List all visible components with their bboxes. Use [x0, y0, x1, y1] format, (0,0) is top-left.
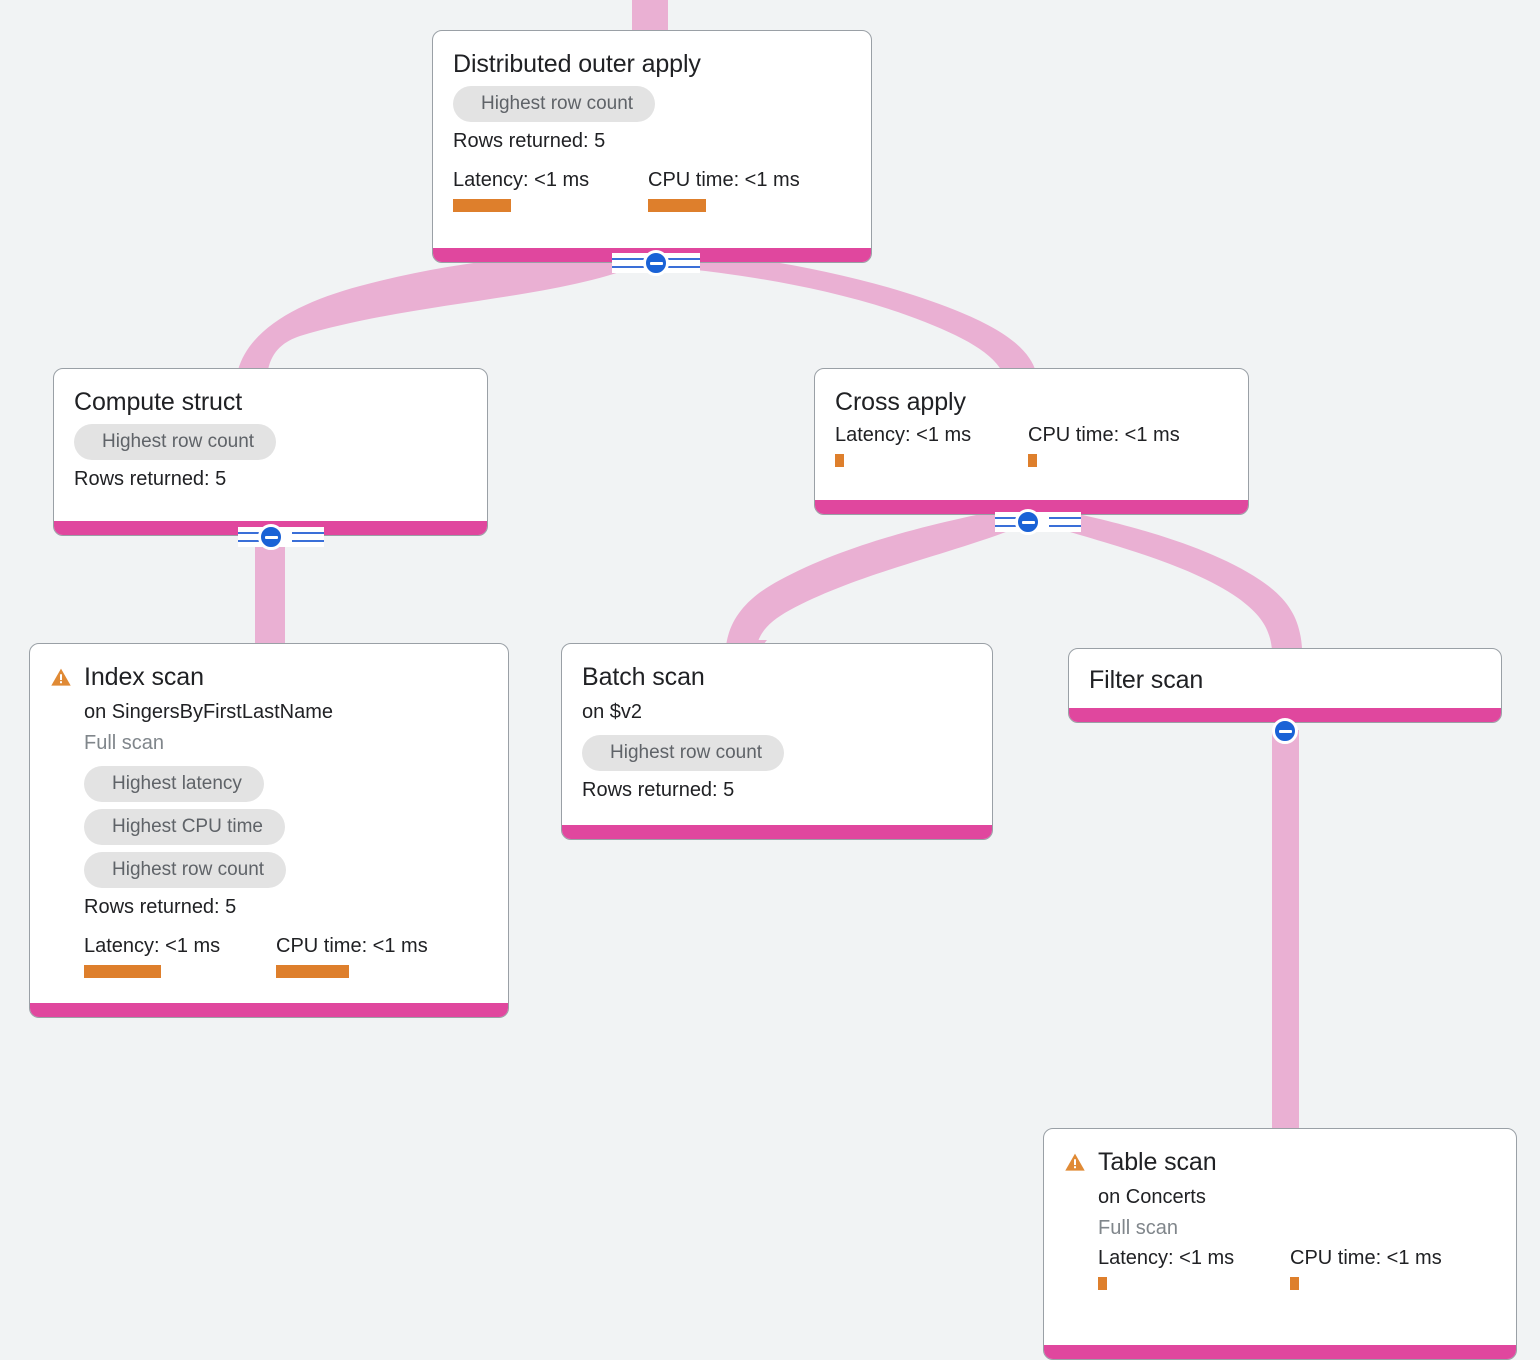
node-title: Filter scan: [1089, 666, 1204, 694]
latency-label: Latency: <1 ms: [1098, 1247, 1235, 1269]
collapse-toggle-compute-struct[interactable]: [258, 524, 284, 550]
cpu-time-bar: [648, 199, 706, 212]
node-title: Batch scan: [582, 663, 705, 691]
cpu-time-label: CPU time: <1 ms: [1028, 424, 1180, 446]
edge-outer-to-compute: [238, 248, 646, 382]
node-title: Compute struct: [74, 388, 243, 416]
collapse-toggle-cross-apply[interactable]: [1015, 509, 1041, 535]
latency-label: Latency: <1 ms: [835, 424, 972, 446]
cpu-time-label: CPU time: <1 ms: [1290, 1247, 1442, 1269]
collapse-toggle-filter-scan[interactable]: [1272, 718, 1298, 744]
metrics: Latency: <1 ms CPU time: <1 ms: [835, 423, 1228, 467]
node-title: Index scan: [84, 663, 204, 691]
metrics: Latency: <1 ms CPU time: <1 ms: [1098, 1246, 1496, 1290]
metrics: Latency: <1 ms CPU time: <1 ms: [453, 168, 851, 212]
cpu-time-bar: [1028, 454, 1037, 467]
node-body: Distributed outer apply Highest row coun…: [433, 31, 871, 248]
node-title: Distributed outer apply: [453, 50, 701, 78]
node-title: Table scan: [1098, 1148, 1217, 1176]
node-detail: on SingersByFirstLastName Full scan High…: [50, 692, 488, 978]
collapse-toggle-distributed-outer-apply[interactable]: [643, 250, 669, 276]
node-body: Cross apply Latency: <1 ms CPU time: <1 …: [815, 369, 1248, 500]
node-accent-bar: [1069, 708, 1501, 722]
latency-label: Latency: <1 ms: [453, 169, 590, 191]
cpu-time-bar: [1290, 1277, 1299, 1290]
metrics: Latency: <1 ms CPU time: <1 ms: [84, 934, 488, 978]
rows-returned: Rows returned: 5: [74, 468, 227, 490]
node-accent-bar: [30, 1003, 508, 1017]
latency-label: Latency: <1 ms: [84, 935, 221, 957]
edge-outer-to-cross: [656, 248, 1036, 380]
node-body: Compute struct Highest row count Rows re…: [54, 369, 487, 521]
edge-cross-to-batch: [726, 506, 1026, 650]
scan-type: Full scan: [84, 732, 165, 754]
node-compute-struct[interactable]: Compute struct Highest row count Rows re…: [53, 368, 488, 536]
node-subtitle: on $v2: [582, 701, 643, 723]
chip-list: Highest latency Highest CPU time Highest…: [84, 766, 488, 888]
chip-highest-row-count: Highest row count: [453, 86, 656, 122]
chip-highest-cpu-time: Highest CPU time: [84, 809, 285, 845]
edge-compute-to-index: [255, 536, 285, 656]
chip-highest-row-count: Highest row count: [582, 735, 785, 771]
node-body: Table scan on Concerts Full scan Latency…: [1044, 1129, 1516, 1345]
title-row: Filter scan: [1089, 665, 1481, 695]
node-accent-bar: [815, 500, 1248, 514]
warning-icon: [50, 666, 72, 688]
metric-cpu-time: CPU time: <1 ms: [648, 168, 800, 212]
node-distributed-outer-apply[interactable]: Distributed outer apply Highest row coun…: [432, 30, 872, 263]
latency-bar: [453, 199, 511, 212]
metric-latency: Latency: <1 ms: [1098, 1246, 1290, 1290]
node-batch-scan[interactable]: Batch scan on $v2 Highest row count Rows…: [561, 643, 993, 840]
rows-returned: Rows returned: 5: [84, 896, 237, 918]
cpu-time-bar: [276, 965, 349, 978]
node-cross-apply[interactable]: Cross apply Latency: <1 ms CPU time: <1 …: [814, 368, 1249, 515]
node-body: Filter scan: [1069, 649, 1501, 708]
edge-root-inbound: [632, 0, 668, 34]
latency-bar: [1098, 1277, 1107, 1290]
node-table-scan[interactable]: Table scan on Concerts Full scan Latency…: [1043, 1128, 1517, 1360]
chip-highest-row-count: Highest row count: [84, 852, 287, 888]
chip-highest-latency: Highest latency: [84, 766, 264, 802]
chip-highest-row-count: Highest row count: [74, 424, 277, 460]
latency-bar: [84, 965, 161, 978]
scan-type: Full scan: [1098, 1217, 1179, 1239]
title-row: Distributed outer apply: [453, 49, 851, 79]
node-detail: on Concerts Full scan Latency: <1 ms CPU…: [1064, 1177, 1496, 1290]
title-row: Table scan: [1064, 1147, 1496, 1177]
warning-icon: [1064, 1151, 1086, 1173]
latency-bar: [835, 454, 844, 467]
node-body: Batch scan on $v2 Highest row count Rows…: [562, 644, 992, 825]
node-filter-scan[interactable]: Filter scan: [1068, 648, 1502, 723]
cpu-time-label: CPU time: <1 ms: [648, 169, 800, 191]
node-accent-bar: [562, 825, 992, 839]
node-index-scan[interactable]: Index scan on SingersByFirstLastName Ful…: [29, 643, 509, 1018]
metric-cpu-time: CPU time: <1 ms: [276, 934, 428, 978]
rows-returned: Rows returned: 5: [582, 779, 735, 801]
metric-latency: Latency: <1 ms: [835, 423, 1028, 467]
title-row: Cross apply: [835, 387, 1228, 417]
edge-filter-to-table: [1272, 730, 1299, 1140]
node-title: Cross apply: [835, 388, 966, 416]
title-row: Index scan: [50, 662, 488, 692]
metric-cpu-time: CPU time: <1 ms: [1028, 423, 1180, 467]
metric-latency: Latency: <1 ms: [84, 934, 276, 978]
title-row: Compute struct: [74, 387, 467, 417]
title-row: Batch scan: [582, 662, 972, 692]
chip-list: Highest row count: [453, 86, 851, 122]
node-accent-bar: [1044, 1345, 1516, 1359]
metric-latency: Latency: <1 ms: [453, 168, 648, 212]
rows-returned: Rows returned: 5: [453, 130, 606, 152]
node-body: Index scan on SingersByFirstLastName Ful…: [30, 644, 508, 1003]
metric-cpu-time: CPU time: <1 ms: [1290, 1246, 1442, 1290]
node-subtitle: on Concerts: [1098, 1186, 1206, 1208]
chip-list: Highest row count: [582, 735, 972, 771]
chip-list: Highest row count: [74, 424, 467, 460]
cpu-time-label: CPU time: <1 ms: [276, 935, 428, 957]
node-subtitle: on SingersByFirstLastName: [84, 701, 333, 723]
